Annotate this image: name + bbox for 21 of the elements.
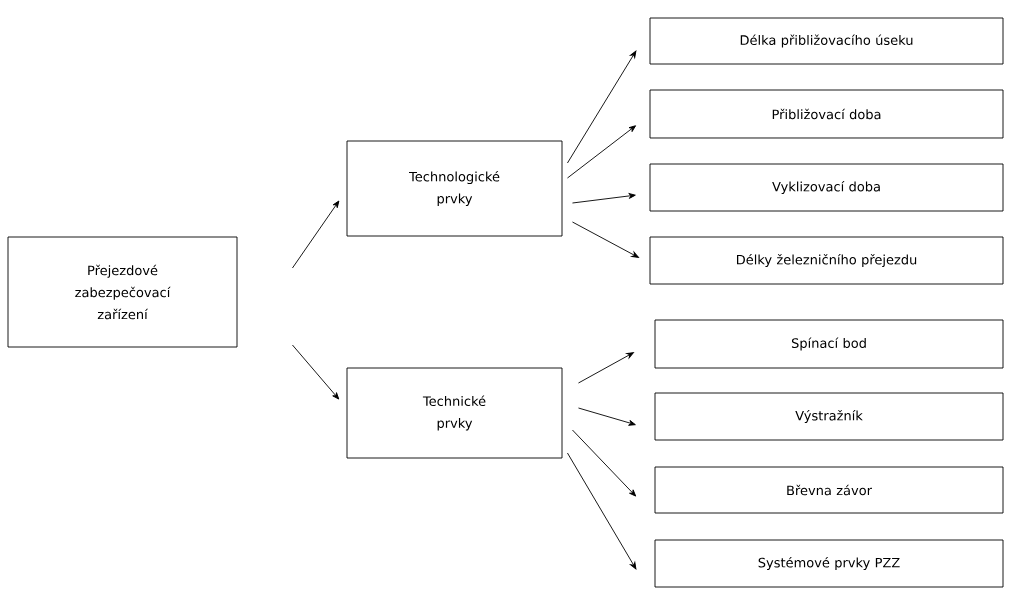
arrow xyxy=(567,50,637,164)
arrow xyxy=(292,200,340,269)
arrow xyxy=(572,221,639,258)
arrow xyxy=(567,452,637,570)
process-box: Technologické prvky xyxy=(346,140,563,237)
process-box: Délka přibližovacího úseku xyxy=(649,17,1004,65)
process-box: Břevna závor xyxy=(654,466,1004,514)
process-box: Přejezdové zabezpečovací zařízení xyxy=(7,236,238,348)
arrow xyxy=(578,407,636,426)
arrow xyxy=(572,193,636,204)
arrow xyxy=(578,352,634,384)
process-box: Spínací bod xyxy=(654,319,1004,369)
process-box: Délky železničního přejezdu xyxy=(649,236,1004,285)
process-box: Výstražník xyxy=(654,392,1004,441)
arrow xyxy=(567,125,637,179)
arrow xyxy=(292,344,340,400)
process-box: Technické prvky xyxy=(346,367,563,459)
process-box: Vyklizovací doba xyxy=(649,163,1004,212)
process-box: Systémové prvky PZZ xyxy=(654,539,1004,588)
arrow xyxy=(572,429,637,497)
process-box: Přibližovací doba xyxy=(649,89,1004,139)
